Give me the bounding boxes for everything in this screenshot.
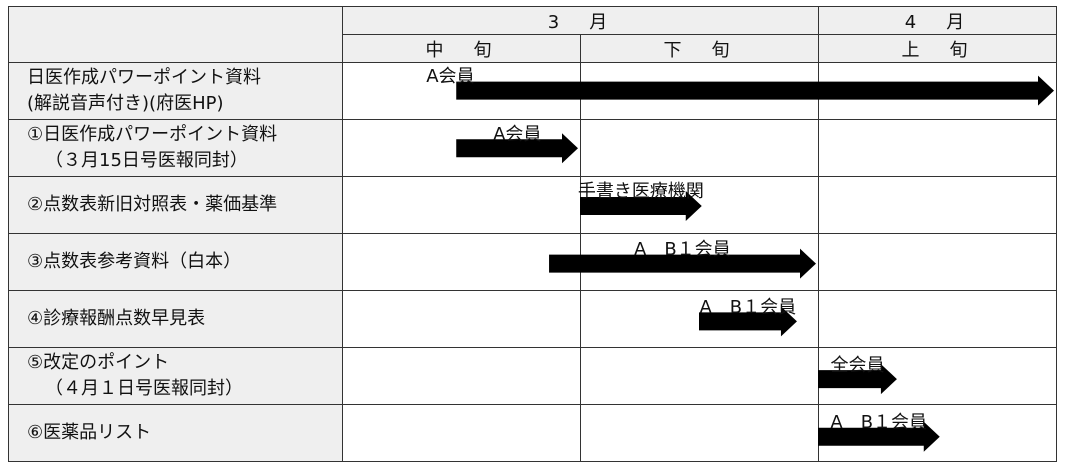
row-label-line2: (解説音声付き)(府医HP) — [27, 93, 224, 114]
table-row: ①日医作成パワーポイント資料 （３月15日号医報同封） — [8, 119, 1058, 177]
row-label: ⑤改定のポイント （４月１日号医報同封） — [8, 347, 343, 405]
grid-cell — [579, 290, 820, 348]
table-row: ②点数表新旧対照表・薬価基準 — [8, 176, 1058, 234]
row-label: ①日医作成パワーポイント資料 （３月15日号医報同封） — [8, 119, 343, 177]
row-label-line1: ①日医作成パワーポイント資料 — [27, 124, 278, 145]
table-row: ⑥医薬品リスト — [8, 404, 1058, 462]
grid-cell — [818, 404, 1058, 462]
grid-cell — [342, 62, 581, 120]
schedule-table: 3 月 4 月 中 旬 下 旬 上 旬 日医作成パワーポイント資料 (解説音声付… — [8, 6, 1058, 462]
header-corner — [8, 6, 343, 63]
grid-cell — [579, 347, 820, 405]
row-label: ⑥医薬品リスト — [8, 404, 343, 462]
grid-cell — [818, 347, 1058, 405]
grid-cell — [579, 176, 820, 234]
grid-cell — [579, 233, 820, 291]
grid-cell — [342, 233, 581, 291]
grid-cell — [579, 119, 820, 177]
row-label-line2: （３月15日号医報同封） — [45, 150, 248, 171]
grid-cell — [818, 176, 1058, 234]
header-march: 3 月 — [341, 6, 820, 35]
table-row: ⑤改定のポイント （４月１日号医報同封） — [8, 347, 1058, 405]
table-row: ④診療報酬点数早見表 — [8, 290, 1058, 348]
grid-cell — [818, 62, 1058, 120]
header-late-march: 下 旬 — [579, 34, 820, 63]
row-label-line2: （４月１日号医報同封） — [45, 378, 243, 399]
header-mid-march: 中 旬 — [342, 34, 581, 63]
row-label: 日医作成パワーポイント資料 (解説音声付き)(府医HP) — [8, 62, 343, 120]
row-label-line1: ④診療報酬点数早見表 — [27, 308, 206, 329]
grid-cell — [342, 119, 581, 177]
grid-cell — [342, 404, 581, 462]
row-label-line1: ⑥医薬品リスト — [27, 422, 152, 443]
grid-cell — [342, 290, 581, 348]
row-label: ②点数表新旧対照表・薬価基準 — [8, 176, 343, 234]
table-row: ③点数表参考資料（白本） — [8, 233, 1058, 291]
grid-cell — [818, 290, 1058, 348]
grid-cell — [579, 404, 820, 462]
header-april: 4 月 — [818, 6, 1058, 35]
header-early-april: 上 旬 — [818, 34, 1058, 63]
row-label: ③点数表参考資料（白本） — [8, 233, 343, 291]
grid-cell — [818, 233, 1058, 291]
row-label: ④診療報酬点数早見表 — [8, 290, 343, 348]
grid-cell — [579, 62, 820, 120]
row-label-line1: 日医作成パワーポイント資料 — [27, 67, 261, 88]
grid-cell — [342, 347, 581, 405]
schedule-chart: 3 月 4 月 中 旬 下 旬 上 旬 日医作成パワーポイント資料 (解説音声付… — [8, 6, 1058, 464]
grid-cell — [818, 119, 1058, 177]
row-label-line1: ⑤改定のポイント — [27, 352, 170, 373]
row-label-line1: ③点数表参考資料（白本） — [27, 251, 242, 272]
grid-cell — [342, 176, 581, 234]
table-row: 日医作成パワーポイント資料 (解説音声付き)(府医HP) — [8, 62, 1058, 120]
row-label-line1: ②点数表新旧対照表・薬価基準 — [27, 194, 278, 215]
